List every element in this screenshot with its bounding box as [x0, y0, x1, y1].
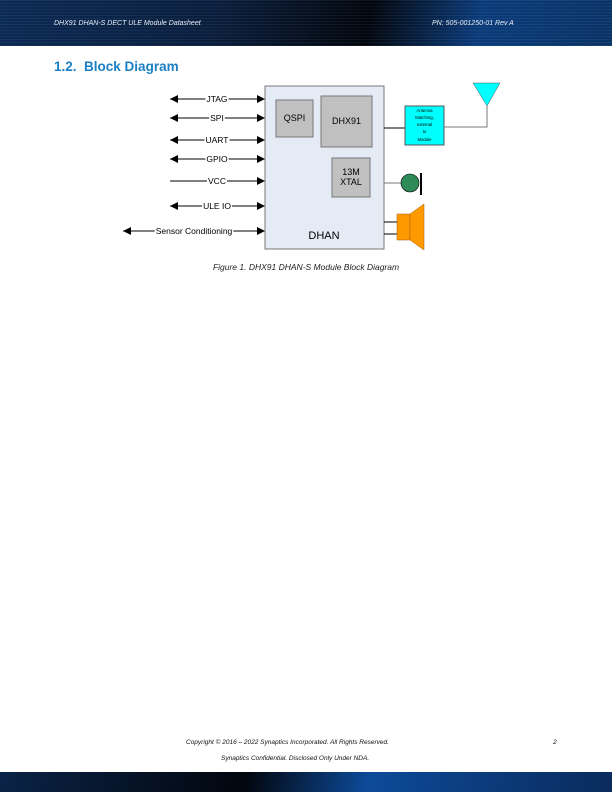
svg-text:to: to	[423, 129, 427, 134]
microphone-icon	[400, 173, 420, 193]
xtal-label-2: XTAL	[340, 177, 362, 187]
xtal-block	[331, 157, 371, 198]
figure-caption: Figure 1. DHX91 DHAN-S Module Block Diag…	[212, 262, 400, 272]
svg-text:Matching,: Matching,	[415, 115, 434, 120]
antenna-matching-label: Antenna Matching, external to Module	[415, 108, 434, 142]
signal-label: JTAG	[206, 94, 227, 104]
doc-title: DHX91 DHAN-S DECT ULE Module Datasheet	[54, 20, 201, 27]
part-number: PN: 505-001250-01 Rev A	[432, 20, 514, 27]
confidential-notice: Synaptics Confidential. Disclosed Only U…	[221, 755, 370, 762]
antenna-matching-block	[404, 105, 445, 146]
header-banner	[0, 0, 612, 46]
speaker-icon	[396, 203, 425, 251]
block-diagram: JTAG SPI UART GPIO VCC ULE IO Sensor Condition…	[123, 82, 501, 251]
section-heading: 1.2. Block Diagram	[54, 59, 179, 74]
signal-label: GPIO	[206, 154, 228, 164]
xtal-label-1: 13M	[342, 167, 360, 177]
signal-label: UART	[206, 135, 229, 145]
svg-text:Module: Module	[417, 137, 432, 142]
footer-banner	[0, 772, 612, 792]
dhx91-label: DHX91	[332, 116, 361, 126]
signal-label: ULE IO	[203, 201, 231, 211]
signal-label: SPI	[210, 113, 224, 123]
svg-text:external: external	[417, 122, 432, 127]
signal-label: VCC	[208, 176, 226, 186]
signal-lines: JTAG SPI UART GPIO VCC ULE IO Sensor Condition…	[123, 94, 265, 236]
dhx91-block	[320, 95, 373, 148]
signal-label: Sensor Conditioning	[156, 226, 233, 236]
dhan-label: DHAN	[308, 230, 339, 242]
qspi-label: QSPI	[284, 113, 306, 123]
antenna-icon	[472, 82, 501, 107]
copyright: Copyright © 2016 – 2022 Synaptics Incorp…	[186, 739, 389, 746]
qspi-block	[275, 99, 314, 138]
page-number: 2	[553, 739, 557, 746]
svg-text:Antenna: Antenna	[416, 108, 433, 113]
